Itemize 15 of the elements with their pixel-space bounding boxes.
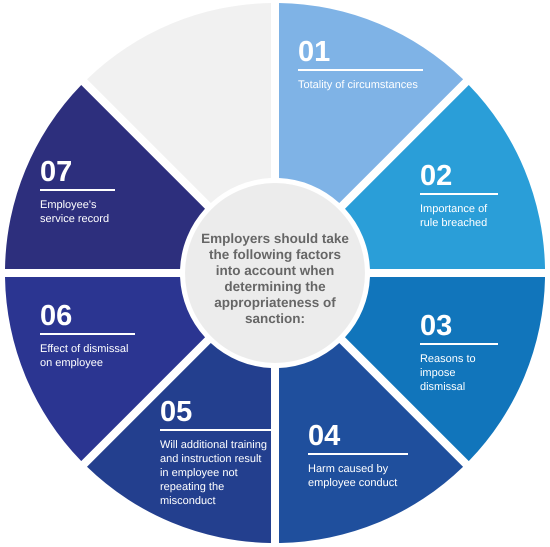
step-number: 03 [420,310,498,345]
step-description: Importance of rule breached [420,202,488,230]
step-number: 04 [308,420,408,455]
step-number: 05 [160,396,272,431]
step-description: Will additional training and instruction result in employee not repeating the misconduct [160,438,268,508]
step-description: Harm caused by employee conduct [308,462,398,490]
step-number: 07 [40,156,115,191]
step-number: 01 [298,36,423,71]
center-text: Employers should take the following factors into account when determining the appropriateness of sanction: [200,231,350,327]
step-description: Effect of dismissal on employee [40,342,130,370]
step-number: 06 [40,300,135,335]
step-description: Employee's service record [40,198,110,226]
step-number: 02 [420,160,498,195]
step-description: Reasons to impose dismissal [420,352,477,394]
step-description: Totality of circumstances [298,78,419,92]
